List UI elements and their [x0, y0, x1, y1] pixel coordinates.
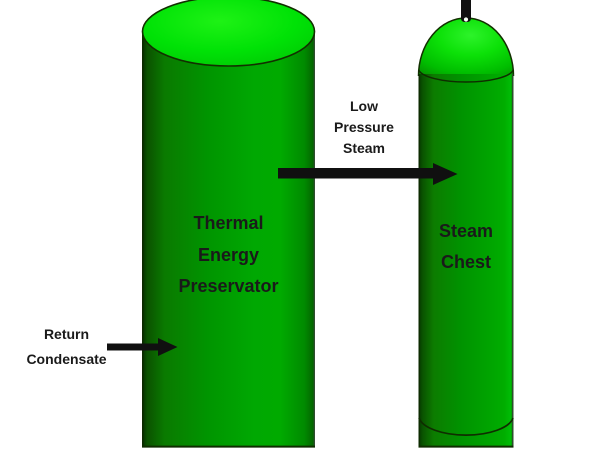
- return-condensate-arrow: [107, 338, 178, 356]
- thermal-vessel-body: [142, 31, 315, 448]
- low-pressure-steam-label: Low Pressure Steam: [309, 96, 419, 159]
- low-pressure-steam-label-line3: Steam: [342, 140, 386, 156]
- thermal-label-line3: Preservator: [178, 276, 279, 296]
- low-pressure-steam-label-line2: Pressure: [334, 119, 394, 135]
- steam-chest-bottom-seam: [418, 417, 514, 436]
- steam-chest-label: Steam Chest: [406, 216, 526, 277]
- thermal-energy-preservator-vessel: [141, 0, 316, 448]
- stem-pipe-hole: [463, 17, 469, 22]
- thermal-label-line1: Thermal: [193, 213, 264, 233]
- steam-chest-label-line1: Steam: [438, 221, 494, 241]
- low-pressure-steam-label-line1: Low: [350, 98, 378, 114]
- thermal-energy-preservator-label: Thermal Energy Preservator: [158, 208, 299, 303]
- return-condensate-label: Return Condensate: [6, 322, 127, 372]
- thermal-vessel-top-face: [141, 0, 316, 67]
- thermal-label-line2: Energy: [197, 244, 260, 265]
- steam-chest-dome-seam: [418, 69, 514, 83]
- return-condensate-label-line1: Return: [43, 326, 90, 342]
- return-condensate-label-line2: Condensate: [26, 351, 107, 367]
- low-pressure-steam-arrow: [278, 163, 458, 185]
- steam-chest-label-line2: Chest: [440, 251, 491, 272]
- steam-chest-stem-pipe: [461, 0, 471, 22]
- steam-chest-dome: [417, 17, 515, 77]
- steam-chest-body: [418, 74, 514, 448]
- steam-chest-vessel: [417, 0, 515, 448]
